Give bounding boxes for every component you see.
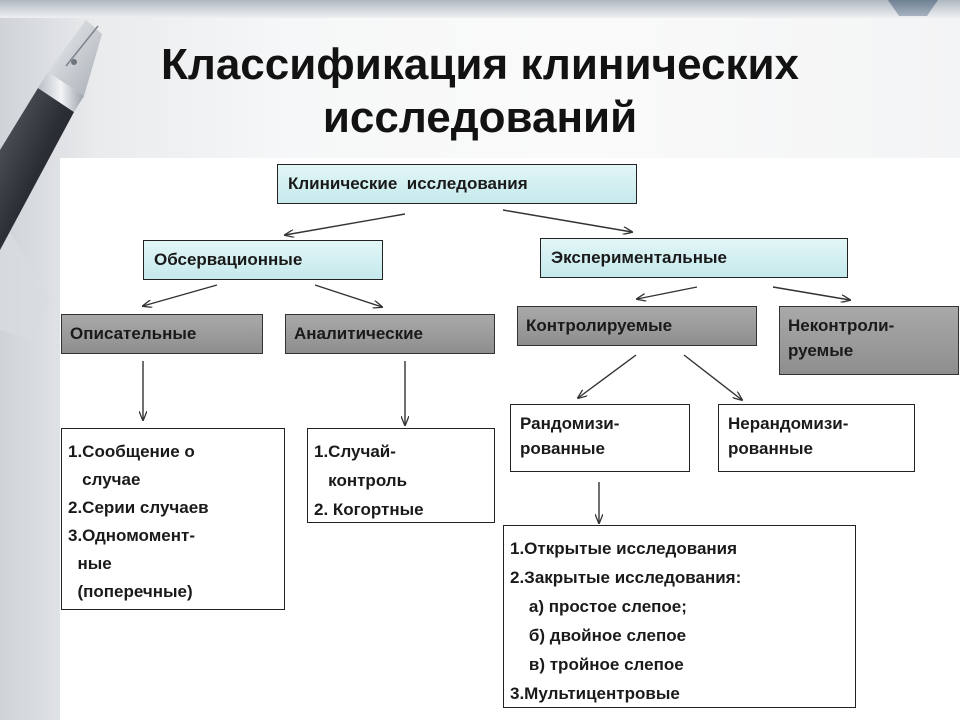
- page-title: Классификация клинических исследований: [100, 38, 860, 144]
- node-controlled-label: Контролируемые: [526, 316, 673, 335]
- list-item: контроль: [314, 471, 408, 490]
- node-analytical: Аналитические: [285, 314, 495, 354]
- list-item: случае: [68, 470, 141, 489]
- list-item: 2.Закрытые исследования:: [510, 568, 742, 587]
- node-descriptive: Описательные: [61, 314, 263, 354]
- descriptive-types-list: 1.Сообщение о случае 2.Серии случаев 3.О…: [61, 428, 285, 610]
- node-observational: Обсервационные: [143, 240, 383, 280]
- node-experimental: Экспериментальные: [540, 238, 848, 278]
- fountain-pen-icon: [0, 20, 102, 340]
- node-clinical-studies-label: Клинические исследования: [288, 174, 528, 193]
- list-item: 2. Когортные: [314, 500, 424, 519]
- list-item: ные: [68, 554, 112, 573]
- node-observational-label: Обсервационные: [154, 250, 303, 269]
- node-descriptive-label: Описательные: [70, 324, 197, 343]
- node-clinical-studies: Клинические исследования: [277, 164, 637, 204]
- list-item: 3.Мультицентровые: [510, 684, 680, 703]
- node-experimental-label: Экспериментальные: [551, 248, 727, 267]
- title-line-1: Классификация клинических: [161, 40, 799, 89]
- node-nonrandomized-line-2: рованные: [728, 439, 813, 458]
- node-nonrandomized-line-1: Нерандомизи-: [728, 414, 849, 433]
- node-controlled: Контролируемые: [517, 306, 757, 346]
- list-item: 1.Случай-: [314, 442, 396, 461]
- list-item: 1.Сообщение о: [68, 442, 195, 461]
- list-item: 3.Одномомент-: [68, 526, 195, 545]
- analytical-types-list: 1.Случай- контроль 2. Когортные: [307, 428, 495, 523]
- list-item: в) тройное слепое: [510, 655, 684, 674]
- node-randomized-line-2: рованные: [520, 439, 605, 458]
- title-line-2: исследований: [322, 93, 638, 142]
- node-nonrandomized: Нерандомизи- рованные: [718, 404, 915, 472]
- list-item: (поперечные): [68, 582, 193, 601]
- list-item: 1.Открытые исследования: [510, 539, 738, 558]
- node-uncontrolled-line-2: руемые: [788, 341, 854, 360]
- node-randomized: Рандомизи- рованные: [510, 404, 690, 472]
- node-analytical-label: Аналитические: [294, 324, 423, 343]
- list-item: а) простое слепое;: [510, 597, 687, 616]
- top-band: [0, 0, 960, 18]
- node-uncontrolled-line-1: Неконтроли-: [788, 316, 895, 335]
- list-item: б) двойное слепое: [510, 626, 687, 645]
- node-randomized-line-1: Рандомизи-: [520, 414, 620, 433]
- randomized-types-list: 1.Открытые исследования 2.Закрытые иссле…: [503, 525, 856, 708]
- list-item: 2.Серии случаев: [68, 498, 209, 517]
- corner-tab: [888, 0, 938, 16]
- node-uncontrolled: Неконтроли- руемые: [779, 306, 959, 375]
